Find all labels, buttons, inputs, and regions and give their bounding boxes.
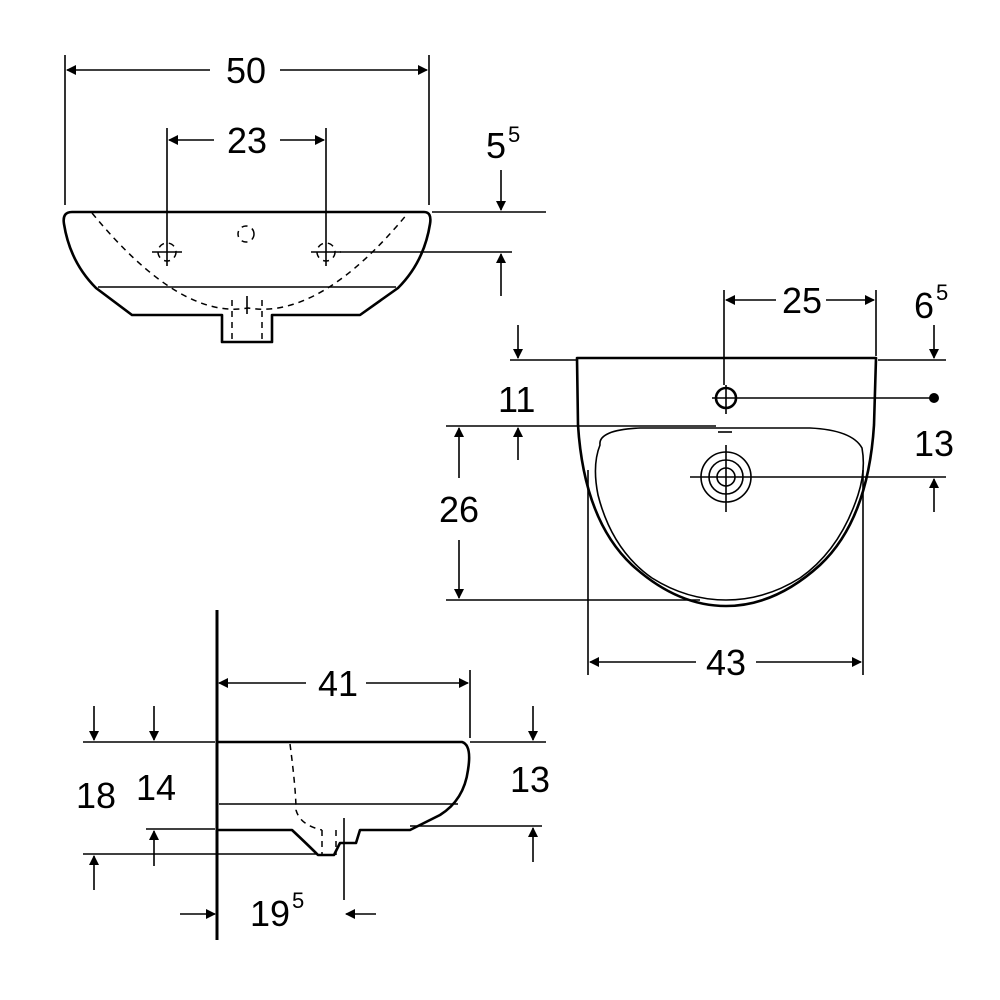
top-view-tap-hole-right-icon [311, 238, 341, 266]
dim-width-label: 50 [226, 50, 266, 91]
dim-projection-label: 41 [318, 663, 358, 704]
top-view: 50 23 5 5 [62, 50, 546, 344]
dim-edge-label: 6 [914, 285, 934, 326]
dim-rim-height-label: 5 [486, 125, 506, 166]
top-view-bowl-dashed [91, 212, 409, 310]
dim-bowl-height-label: 14 [136, 767, 176, 808]
dim-total-height-label: 18 [76, 775, 116, 816]
dim-drain-label: 19 [250, 893, 290, 934]
dim-rim-height-superscript: 5 [508, 122, 520, 147]
top-view-basin-outline [62, 210, 432, 344]
dim-back-to-bowl-label: 11 [498, 379, 535, 420]
front-view-bowl-outline [594, 427, 865, 601]
top-view-drain-dashed [231, 300, 263, 340]
dim-tap-to-drain-label: 13 [914, 423, 954, 464]
dim-drain-superscript: 5 [292, 888, 304, 913]
side-view-bowl-dashed [289, 743, 337, 855]
top-view-overflow-hole-icon [237, 225, 255, 243]
dim-tap-spacing-label: 23 [227, 120, 267, 161]
dim-tap-offset-label: 25 [782, 280, 822, 321]
front-view-drain-icon [690, 445, 762, 512]
front-view-tap-hole-icon [712, 385, 930, 414]
dim-bowl-width-label: 43 [706, 642, 746, 683]
dim-bowl-depth-label: 26 [439, 489, 479, 530]
top-view-tap-hole-left-icon [152, 238, 182, 266]
side-view: 41 18 14 13 19 5 [76, 610, 550, 940]
front-view-ref-dot [929, 393, 939, 403]
dim-front-height-label: 13 [510, 759, 550, 800]
side-view-basin-outline [217, 740, 471, 857]
front-view: 25 6 5 11 13 26 43 [439, 280, 954, 683]
dim-edge-superscript: 5 [936, 280, 948, 305]
front-view-basin-outline [575, 356, 878, 608]
